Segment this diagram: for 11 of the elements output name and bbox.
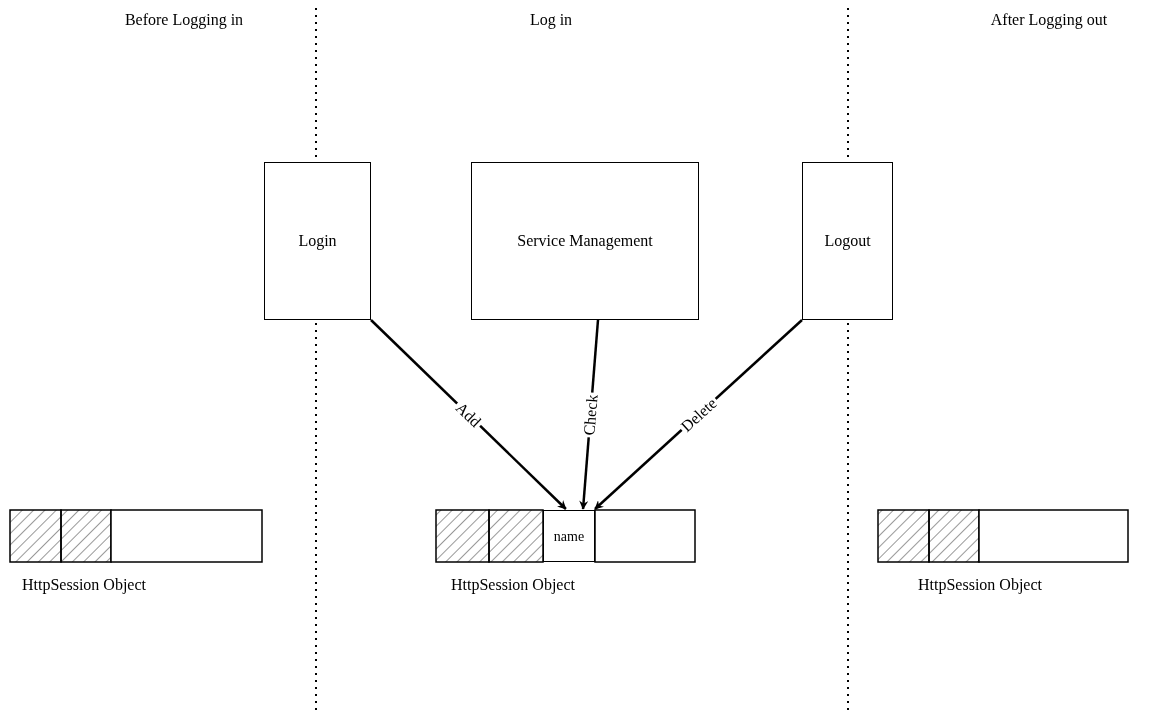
arrow — [370, 319, 567, 510]
field-cell: name — [543, 510, 595, 562]
object-caption: HttpSession Object — [22, 577, 146, 593]
process-box: Logout — [802, 162, 893, 320]
object-caption: HttpSession Object — [918, 577, 1042, 593]
column-heading: Log in — [529, 12, 573, 28]
object-caption: HttpSession Object — [451, 577, 575, 593]
process-box: Login — [264, 162, 371, 320]
process-box: Service Management — [471, 162, 699, 320]
column-heading: Before Logging in — [124, 12, 244, 28]
column-heading: After Logging out — [990, 12, 1108, 28]
